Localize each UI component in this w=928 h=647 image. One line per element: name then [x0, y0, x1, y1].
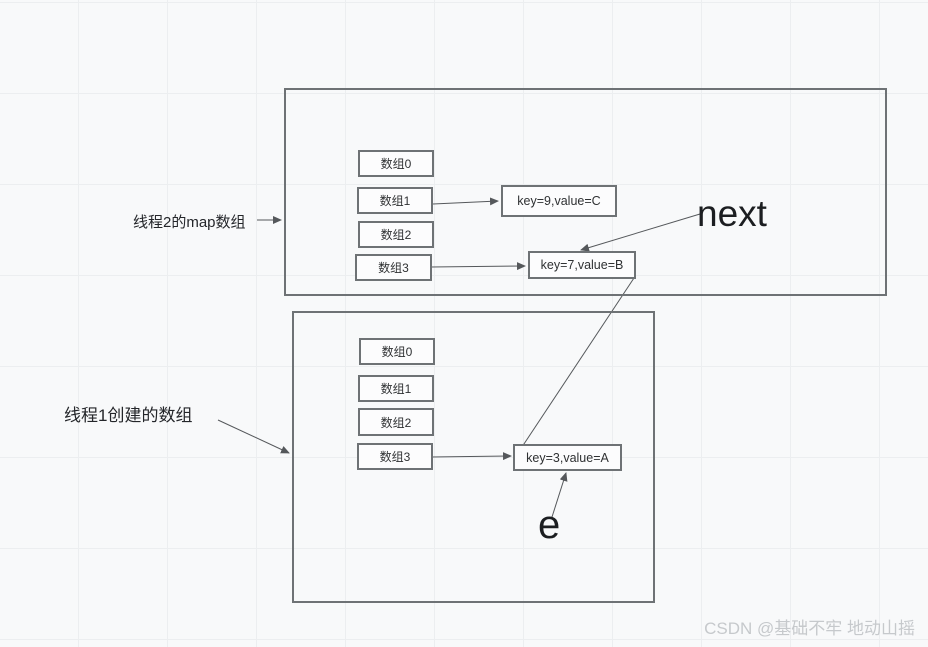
lower-array-slot-0: 数组0 — [359, 338, 435, 365]
upper-array-slot-1: 数组1 — [357, 187, 433, 214]
arrow-upper-slot1-to-nodeC — [432, 197, 499, 206]
arrow-e-label-to-nodeA — [551, 472, 568, 518]
arrow-thread1-label-to-lower-box — [217, 419, 290, 454]
upper-array-slot-0: 数组0 — [358, 150, 434, 177]
upper-array-slot-3: 数组3 — [355, 254, 432, 281]
node-key7-valueB: key=7,value=B — [528, 251, 636, 279]
thread2-map-array-label: 线程2的map数组 — [133, 214, 246, 231]
node-key3-valueA: key=3,value=A — [513, 444, 622, 471]
csdn-watermark: CSDN @基础不牢 地动山摇 — [704, 619, 915, 638]
node-key9-valueC: key=9,value=C — [501, 185, 617, 217]
arrow-upper-slot3-to-nodeB — [430, 262, 526, 271]
arrow-nodeB-to-nodeA — [515, 277, 635, 457]
lower-array-slot-1: 数组1 — [358, 375, 434, 402]
arrow-next-label-to-nodeB — [580, 213, 701, 252]
next-pointer-label: next — [697, 193, 767, 234]
thread1-array-container — [292, 311, 655, 603]
lower-array-slot-3: 数组3 — [357, 443, 433, 470]
upper-array-slot-2: 数组2 — [358, 221, 434, 248]
e-pointer-label: e — [538, 503, 561, 547]
thread2-map-container — [284, 88, 887, 296]
lower-array-slot-2: 数组2 — [358, 408, 434, 436]
thread1-created-array-label: 线程1创建的数组 — [64, 406, 193, 425]
arrow-lower-slot3-to-nodeA — [430, 452, 512, 461]
